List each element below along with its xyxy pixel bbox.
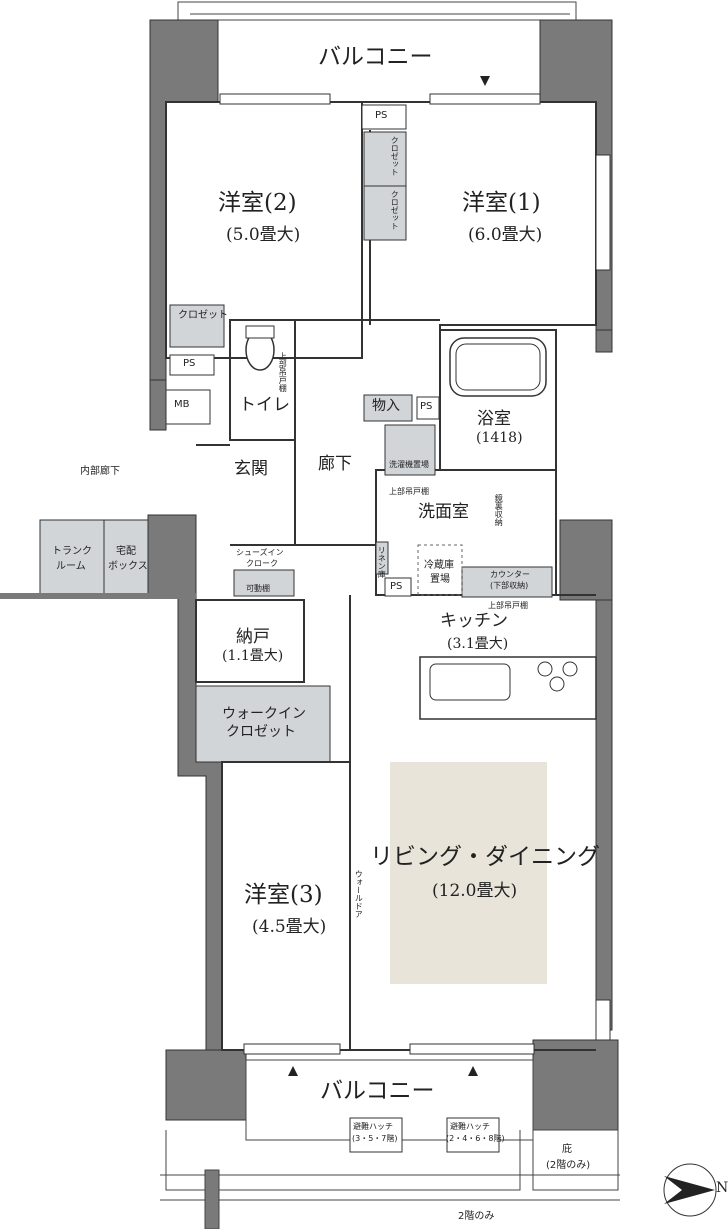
trunk-delivery <box>0 519 196 599</box>
closet-label-3: クロゼット <box>178 310 228 321</box>
small-storage <box>165 104 553 598</box>
western-room-2-name: 洋室(2) <box>218 190 297 216</box>
interior-walls <box>165 101 597 1051</box>
wall-door-label: ウォールドア <box>354 870 364 918</box>
windows <box>219 93 611 1055</box>
ps-label-top: PS <box>375 110 388 121</box>
living-highlight <box>390 762 547 984</box>
hatch-2-line2: (2・4・6・8階) <box>446 1134 505 1143</box>
compass-icon <box>663 1163 717 1217</box>
balcony-bottom-label: バルコニー <box>320 1078 435 1104</box>
kitchen-name: キッチン <box>440 611 508 631</box>
delivery-box-line1: 宅配 <box>116 546 136 557</box>
delivery-box-line2: ボックス <box>108 561 148 572</box>
counter-line1: カウンター <box>490 570 530 579</box>
bottom-balcony <box>160 1059 620 1229</box>
fridge-line2: 置場 <box>430 574 450 585</box>
hatch-boxes <box>349 1117 500 1153</box>
western-room-1-size: (6.0畳大) <box>468 225 543 245</box>
second-floor-only: 2階のみ <box>458 1211 495 1222</box>
adjustable-shelf-label: 可動棚 <box>246 584 270 593</box>
kitchen-size: (3.1畳大) <box>447 636 509 652</box>
western-room-3-name: 洋室(3) <box>244 882 323 908</box>
bathtub <box>449 337 547 397</box>
counter-line2: (下部収納) <box>490 581 529 590</box>
living-label: リビング・ダイニング <box>370 844 600 870</box>
trunk-room-line2: ルーム <box>56 561 86 572</box>
mirror-storage-label: 鏡裏収納 <box>494 494 504 526</box>
walkin-line2: クロゼット <box>226 724 296 740</box>
storage-size: (1.1畳大) <box>222 648 284 664</box>
toilet-upper-cabinet: 上部吊戸棚 <box>278 352 288 392</box>
fridge-line1: 冷蔵庫 <box>424 560 454 571</box>
ps-label-wash: PS <box>390 581 403 592</box>
ps-label-bath: PS <box>420 401 433 412</box>
walkin-line1: ウォークイン <box>222 706 306 722</box>
closet-label-1: クロゼット <box>390 136 400 176</box>
entrance-label: 玄関 <box>234 459 268 479</box>
linen-label: リネン庫 <box>377 546 387 578</box>
ps-label-left: PS <box>183 358 196 369</box>
upper-cabinet-wash: 上部吊戸棚 <box>389 487 429 496</box>
hatch-1-line2: (3・5・7階) <box>352 1134 398 1143</box>
trunk-room-line1: トランク <box>52 546 92 557</box>
toilet-label: トイレ <box>239 395 290 415</box>
top-balcony <box>177 1 577 103</box>
hallway-label: 廊下 <box>318 454 352 474</box>
shoes-in-line1: シューズイン <box>236 548 284 557</box>
upper-cabinet-kitchen: 上部吊戸棚 <box>488 601 528 610</box>
bathroom-name: 浴室 <box>477 409 511 429</box>
stove-icon <box>537 661 578 692</box>
washroom-label: 洗面室 <box>418 502 469 522</box>
north-label: N <box>716 1180 728 1196</box>
shoes-in-line2: クローク <box>246 559 278 568</box>
western-room-1-name: 洋室(1) <box>462 190 541 216</box>
hatch-1-line1: 避難ハッチ <box>353 1122 393 1131</box>
living-size: (12.0畳大) <box>432 881 518 901</box>
storage-name: 納戸 <box>236 627 270 647</box>
garden-line2: (2階のみ) <box>546 1160 591 1171</box>
western-room-3-size: (4.5畳大) <box>252 917 327 937</box>
balcony-top-label: バルコニー <box>318 44 433 70</box>
garden-line1: 庇 <box>562 1144 572 1155</box>
closet-label-2: クロゼット <box>390 190 400 230</box>
bathroom-size: (1418) <box>476 430 523 446</box>
western-room-2-size: (5.0畳大) <box>226 225 301 245</box>
kitchen-sink <box>429 663 511 701</box>
mb-label: MB <box>174 399 190 410</box>
inner-corridor-label: 内部廊下 <box>80 466 120 477</box>
washer-label: 洗濯機置場 <box>389 460 429 469</box>
hatch-2-line1: 避難ハッチ <box>450 1122 490 1131</box>
storage-monoire: 物入 <box>372 398 400 414</box>
